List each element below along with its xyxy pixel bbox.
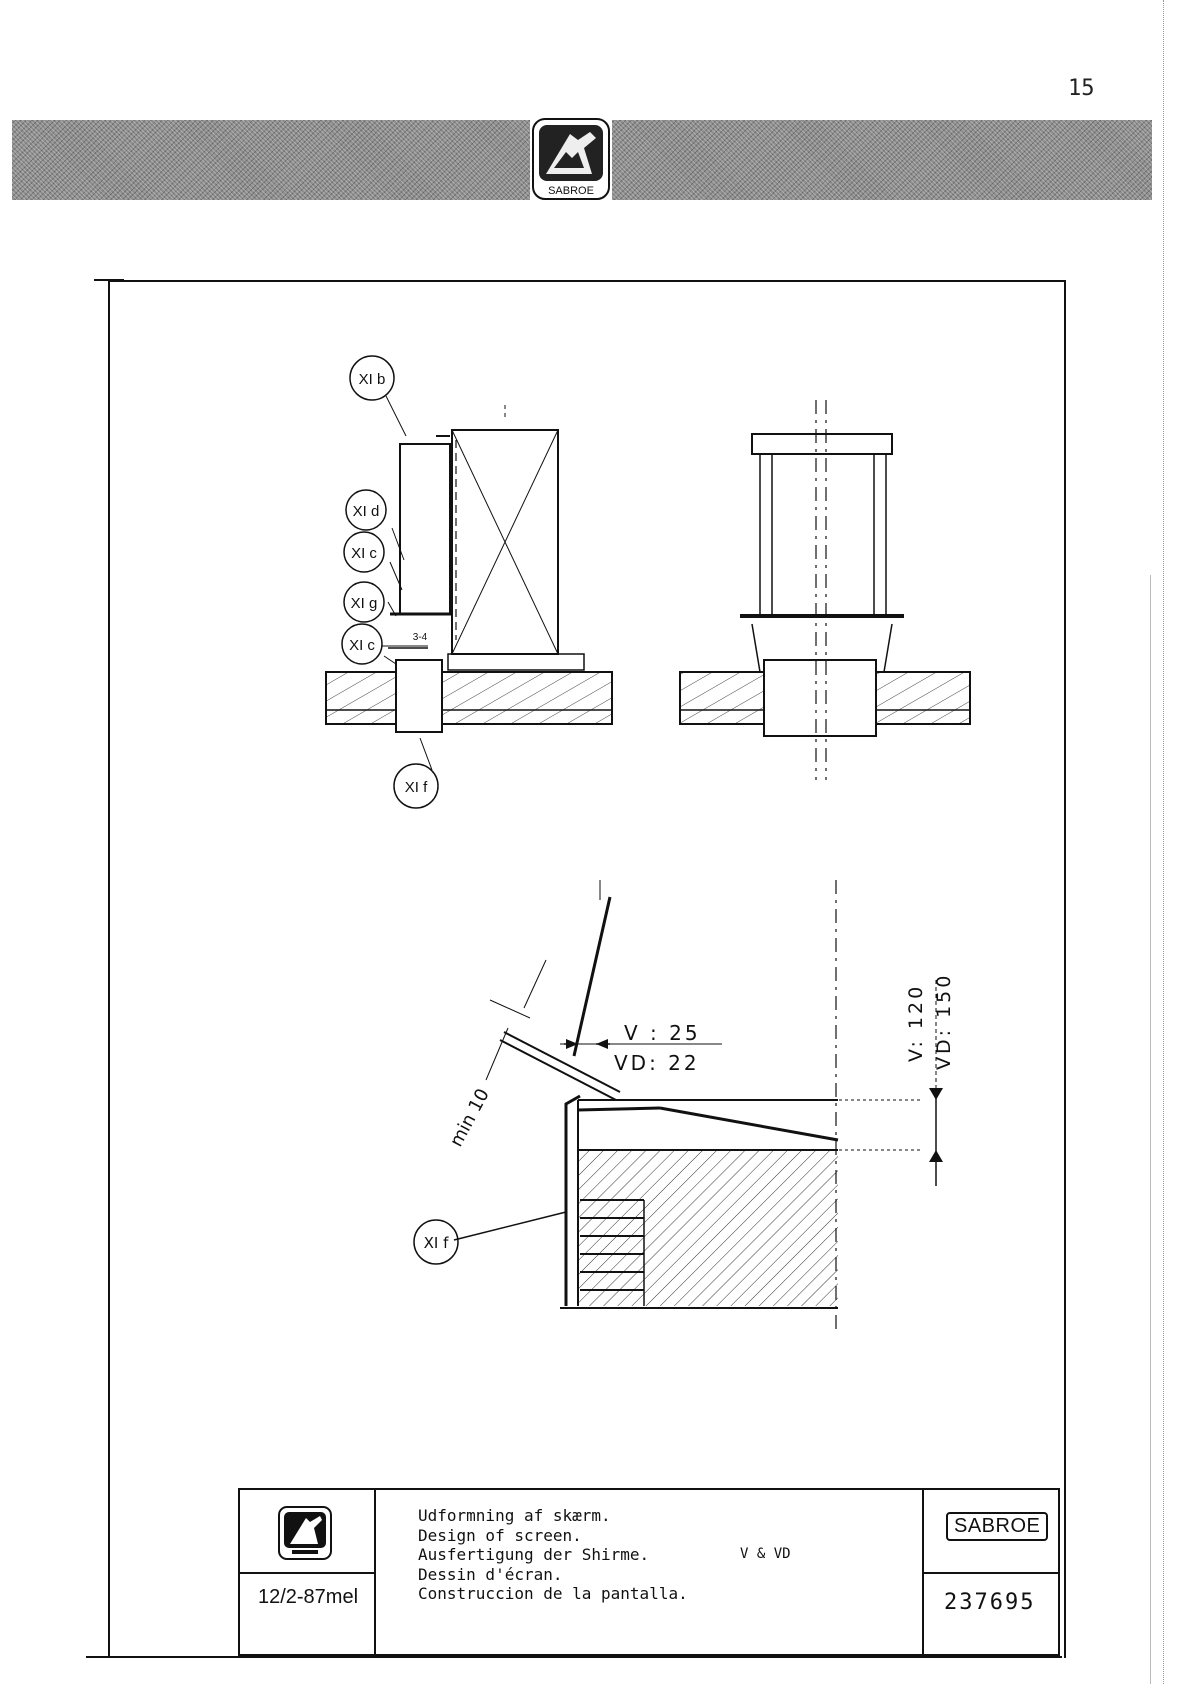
drawing-variant: V & VD <box>740 1546 791 1562</box>
dimension-min-clearance: min 10 <box>446 1085 494 1150</box>
callout-xif-lower-label: XI f <box>405 779 428 796</box>
drawing-date: 12/2-87mel <box>244 1586 372 1609</box>
description-danish: Udformning af skærm. <box>418 1506 918 1526</box>
description-english: Design of screen. <box>418 1526 918 1546</box>
front-elevation-view <box>680 400 970 780</box>
dimension-gap-v: V : 25 <box>624 1021 701 1045</box>
callout-xic-2-label: XI c <box>349 637 375 654</box>
dimension-gap-vd: VD: 22 <box>614 1051 700 1075</box>
dimension-height-v: V: 120 <box>905 984 927 1062</box>
top-rail <box>752 434 892 454</box>
title-block: 12/2-87mel Udformning af skærm.Design of… <box>238 1488 1060 1656</box>
dimension-small-label: 3-4 <box>413 632 428 643</box>
drawing-number: 237695 <box>944 1590 1035 1615</box>
brand-label: SABROE <box>946 1512 1048 1541</box>
section-detail-view <box>414 880 943 1330</box>
description-german: Ausfertigung der Shirme. <box>418 1545 918 1565</box>
side-elevation-view <box>326 356 612 808</box>
callout-xic-1-label: XI c <box>351 545 377 562</box>
description-french: Dessin d'écran. <box>418 1565 918 1585</box>
callout-xib-label: XI b <box>359 371 386 388</box>
callout-xig-label: XI g <box>351 595 378 612</box>
dimension-height-vd: VD: 150 <box>933 973 955 1070</box>
drawing-descriptions: Udformning af skærm.Design of screen.Aus… <box>418 1506 918 1604</box>
floor-slab-left <box>326 672 612 724</box>
screen-panel <box>400 444 450 614</box>
title-block-logo-icon <box>278 1506 332 1560</box>
callout-xif-detail-label: XI f <box>424 1234 449 1252</box>
callout-xid-label: XI d <box>353 503 380 520</box>
drain-opening <box>396 660 442 732</box>
description-spanish: Construccion de la pantalla. <box>418 1584 918 1604</box>
